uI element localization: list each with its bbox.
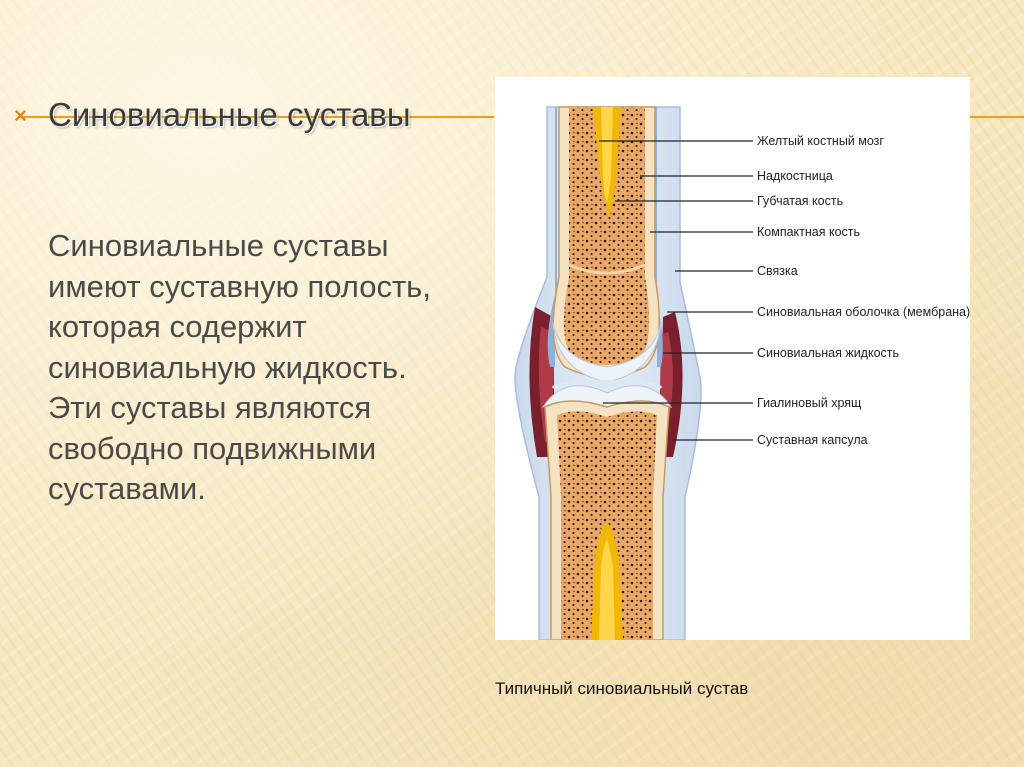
- label-hyaline-cartilage: Гиалиновый хрящ: [757, 396, 861, 410]
- title-accent-line: [20, 116, 494, 118]
- label-joint-capsule: Суставная капсула: [757, 433, 868, 447]
- title-accent-line-right: [970, 116, 1024, 118]
- bullet-x-icon: ×: [14, 103, 27, 128]
- label-synovial-fluid: Синовиальная жидкость: [757, 346, 899, 360]
- label-periosteum: Надкостница: [757, 169, 833, 183]
- slide-title: Синовиальные суставы: [48, 96, 411, 133]
- joint-diagram: Желтый костный мозг Надкостница Губчатая…: [495, 77, 970, 640]
- label-spongy-bone: Губчатая кость: [757, 194, 843, 208]
- label-ligament: Связка: [757, 264, 798, 278]
- label-synovial-membrane: Синовиальная оболочка (мембрана): [757, 305, 970, 319]
- slide-body-text: Синовиальные суставы имеют суставную пол…: [48, 228, 431, 506]
- figure-caption: Типичный синовиальный сустав: [495, 679, 749, 698]
- label-yellow-marrow: Желтый костный мозг: [757, 134, 884, 148]
- label-compact-bone: Компактная кость: [757, 225, 860, 239]
